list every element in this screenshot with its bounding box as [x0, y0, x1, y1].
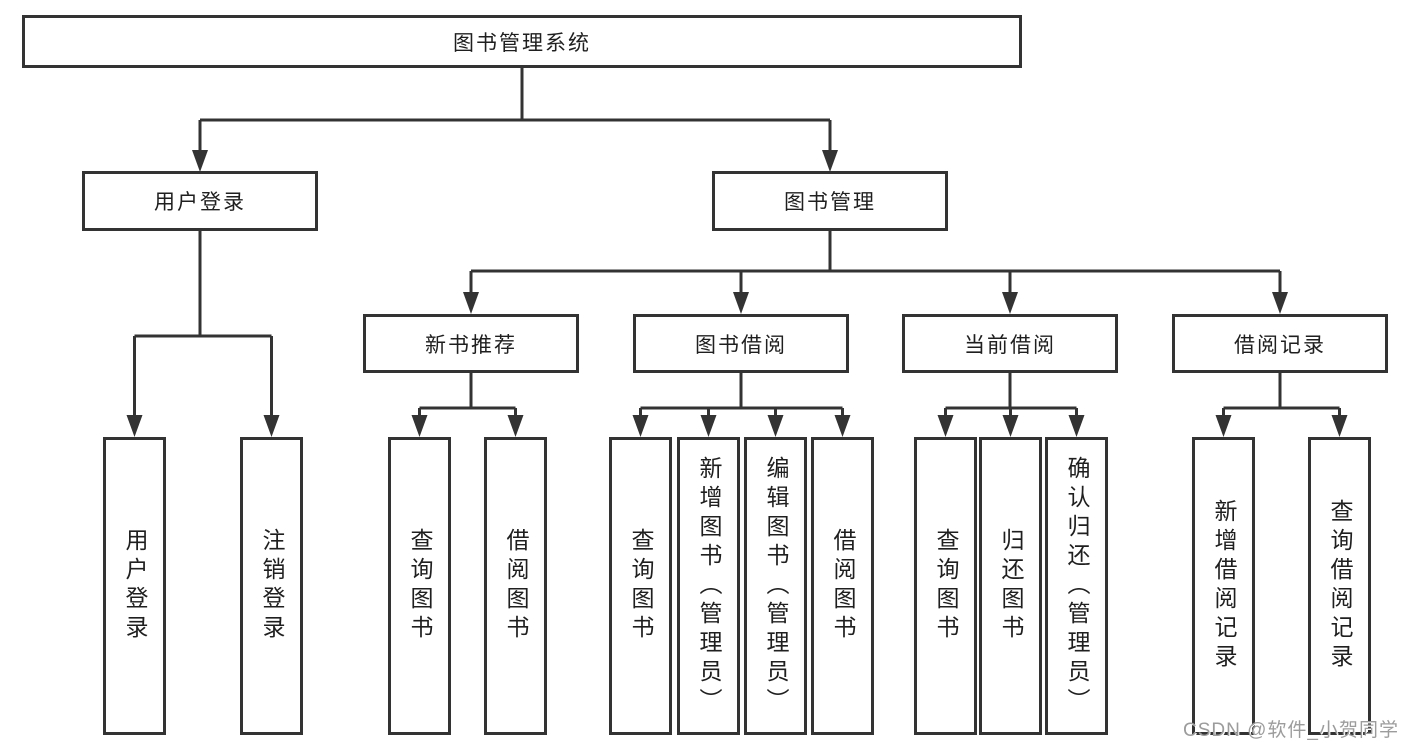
- leaf-query-book-recommend: 查询图书: [388, 437, 451, 735]
- leaf-edit-book-admin: 编辑图书（管理员）: [744, 437, 807, 735]
- node-borrow-record-label: 借阅记录: [1234, 333, 1326, 357]
- leaf-logout: 注销登录: [240, 437, 303, 735]
- node-book-borrow: 图书借阅: [633, 314, 849, 373]
- leaf-confirm-return-admin-label: 确认归还（管理员）: [1064, 455, 1090, 717]
- leaf-return-book: 归还图书: [979, 437, 1042, 735]
- leaf-return-book-label: 归还图书: [998, 528, 1024, 644]
- leaf-borrow-book: 借阅图书: [811, 437, 874, 735]
- leaf-query-borrow-record-label: 查询借阅记录: [1327, 499, 1353, 673]
- leaf-query-book-current: 查询图书: [914, 437, 977, 735]
- leaf-confirm-return-admin: 确认归还（管理员）: [1045, 437, 1108, 735]
- node-book-borrow-label: 图书借阅: [695, 333, 787, 357]
- leaf-logout-label: 注销登录: [259, 528, 285, 644]
- leaf-add-book-admin: 新增图书（管理员）: [677, 437, 740, 735]
- leaf-borrow-book-label: 借阅图书: [830, 528, 856, 644]
- leaf-user-login-label: 用户登录: [122, 528, 148, 644]
- node-book-management: 图书管理: [712, 171, 948, 231]
- node-new-book-recommend-label: 新书推荐: [425, 333, 517, 357]
- leaf-user-login: 用户登录: [103, 437, 166, 735]
- leaf-query-borrow-record: 查询借阅记录: [1308, 437, 1371, 735]
- leaf-query-book-recommend-label: 查询图书: [407, 528, 433, 644]
- node-root-system: 图书管理系统: [22, 15, 1022, 68]
- node-root-label: 图书管理系统: [453, 31, 591, 55]
- leaf-query-book-borrow: 查询图书: [609, 437, 672, 735]
- leaf-query-book-current-label: 查询图书: [933, 528, 959, 644]
- node-current-borrow-label: 当前借阅: [964, 333, 1056, 357]
- leaf-query-book-borrow-label: 查询图书: [628, 528, 654, 644]
- node-user-login-label: 用户登录: [154, 191, 246, 214]
- leaf-edit-book-admin-label: 编辑图书（管理员）: [763, 455, 789, 717]
- leaf-borrow-book-recommend: 借阅图书: [484, 437, 547, 735]
- leaf-add-book-admin-label: 新增图书（管理员）: [696, 455, 722, 717]
- node-new-book-recommend: 新书推荐: [363, 314, 579, 373]
- leaf-borrow-book-recommend-label: 借阅图书: [503, 528, 529, 644]
- watermark: CSDN @软件_小贺同学: [1183, 720, 1399, 741]
- node-borrow-record: 借阅记录: [1172, 314, 1388, 373]
- node-current-borrow: 当前借阅: [902, 314, 1118, 373]
- leaf-add-borrow-record: 新增借阅记录: [1192, 437, 1255, 735]
- node-user-login: 用户登录: [82, 171, 318, 231]
- node-book-management-label: 图书管理: [784, 191, 876, 214]
- arrowheads: [126, 150, 1348, 437]
- leaf-add-borrow-record-label: 新增借阅记录: [1211, 499, 1237, 673]
